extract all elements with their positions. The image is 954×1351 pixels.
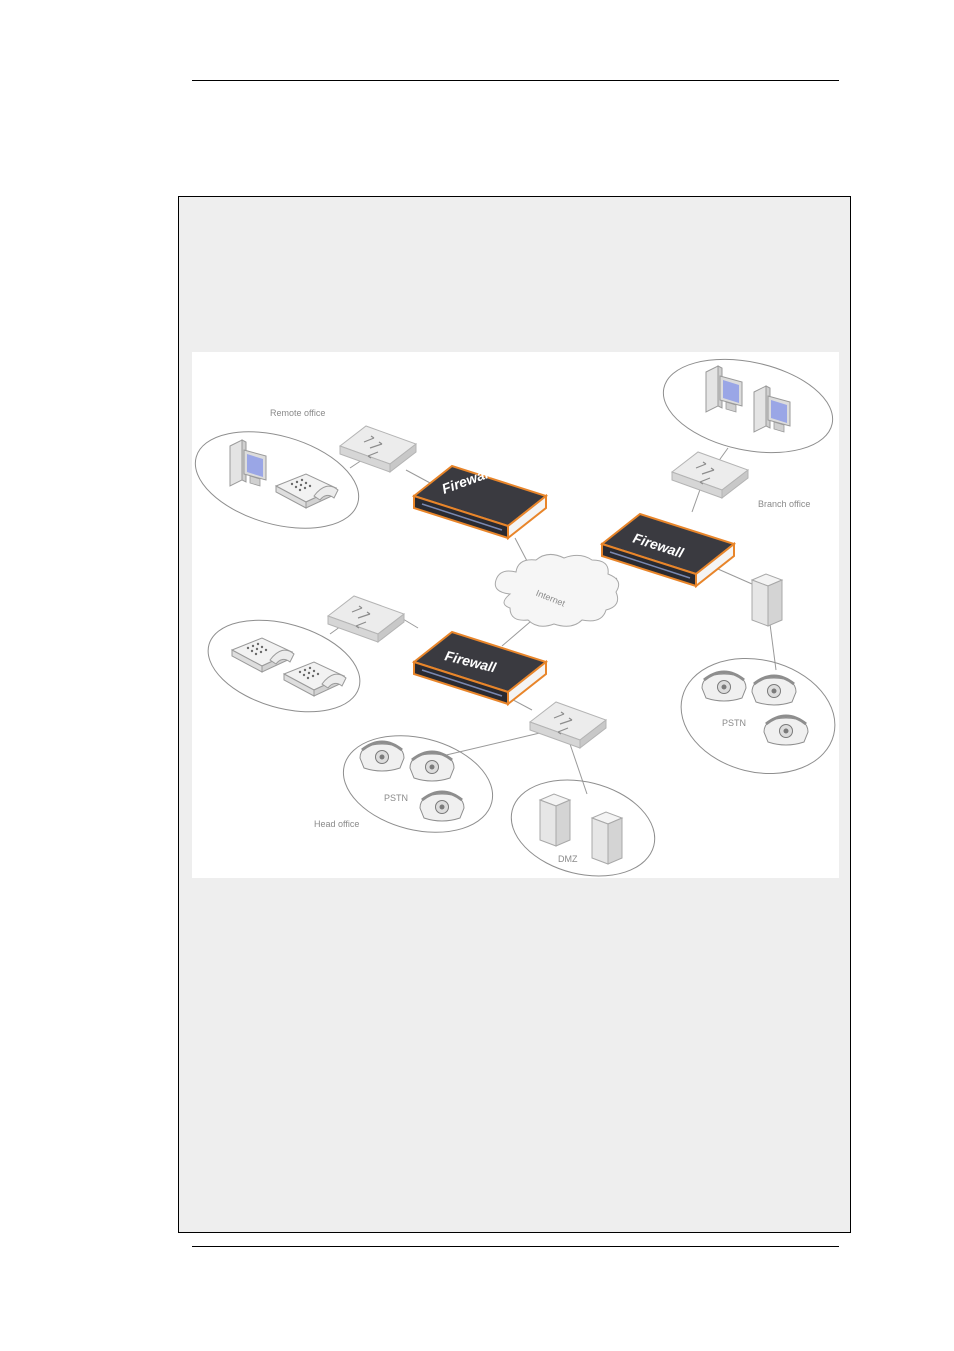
head-office-phone-icon (283, 661, 347, 697)
firewall-branch: Firewall (601, 513, 735, 587)
branch-office-pc-ellipse (662, 358, 834, 454)
branch-pstn-ellipse (680, 657, 836, 775)
network-diagram: Internet Firewall Firewall Firewall Remo… (192, 352, 839, 878)
dmz-switch (529, 701, 607, 749)
header-rule (192, 80, 839, 81)
footer-rule (192, 1246, 839, 1247)
dmz-label: DMZ (558, 854, 578, 864)
branch-pstn-phone-icon (750, 674, 798, 707)
pstn-branch-label: PSTN (722, 718, 746, 728)
head-office-phone-icon (231, 637, 295, 673)
branch-office-pc-icon (705, 365, 743, 413)
dmz-server-icon (591, 811, 623, 865)
head-pstn-phone-icon (358, 740, 406, 773)
branch-office-switch (671, 451, 749, 499)
internet-cloud: Internet (494, 554, 620, 627)
head-office-label: Head office (314, 819, 359, 829)
branch-office-label: Branch office (758, 499, 810, 509)
head-office-phones-ellipse (207, 619, 361, 713)
head-pstn-phone-icon (408, 750, 456, 783)
remote-office-pc-icon (229, 439, 267, 487)
remote-office-label: Remote office (270, 408, 325, 418)
site-ellipses (194, 358, 836, 877)
firewall-head: Firewall (413, 631, 547, 705)
branch-pstn-phone-icon (700, 670, 748, 703)
dmz-ellipse (510, 779, 656, 877)
head-pstn-phone-icon (418, 790, 466, 823)
branch-office-pc-icon (753, 385, 791, 433)
branch-office-server-icon (751, 573, 783, 627)
connection-lines (329, 447, 777, 795)
remote-office-switch (339, 425, 417, 473)
remote-office-phone-icon (275, 473, 339, 509)
dmz-server-icon (539, 793, 571, 847)
remote-office-ellipse (194, 431, 360, 529)
firewall-remote: Firewall (413, 464, 547, 539)
head-pstn-ellipse (342, 735, 494, 833)
branch-pstn-phone-icon (762, 714, 810, 747)
pstn-head-label: PSTN (384, 793, 408, 803)
head-office-switch (327, 595, 405, 643)
